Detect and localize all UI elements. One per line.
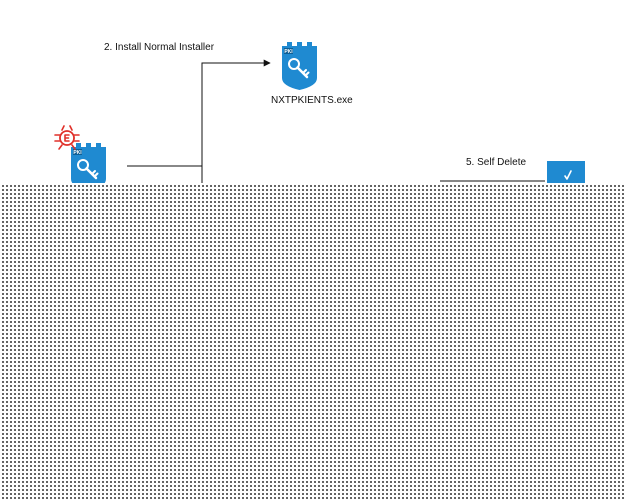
step-install-label: 2. Install Normal Installer [104,42,215,53]
check-icon [547,161,585,185]
installer-badge: PKI [284,49,293,55]
key-icon [288,58,310,79]
bug-icon [54,125,80,150]
key-icon [77,159,99,180]
install-connector [127,59,271,185]
dotted-pattern-region [0,183,625,501]
malicious-installer-badge: PKI [73,150,82,156]
step-self-delete-label: 5. Self Delete [466,157,527,168]
installer-shield-icon: PKI [282,42,317,90]
installer-name-label: NXTPKIENTS.exe [271,95,353,106]
malicious-installer-shield-icon: PKI [71,143,106,191]
